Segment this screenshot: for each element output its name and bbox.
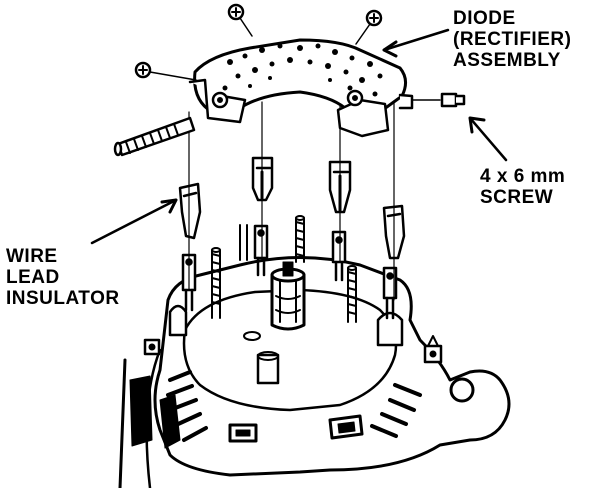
stud-left [211,247,221,319]
rectifier-screw-4x6mm [411,92,466,108]
rectifier-screw-left [134,61,197,81]
terminal-4 [382,266,398,320]
wire-label-line-3: INSULATOR [6,288,120,309]
stud-small [239,224,248,261]
b-terminal-bolt [113,116,196,157]
insulator-1 [178,182,202,240]
wire-lead-insulators [178,156,406,260]
screw-label-line-1: 4 x 6 mm [480,166,566,187]
arrow-to-screw [468,116,508,162]
screw-label-line-2: SCREW [480,187,554,208]
wire-label-line-1: WIRE [6,246,58,267]
diode-label-line-3: ASSEMBLY [453,50,561,71]
stator-studs [211,215,357,323]
rectifier-screw-top-left [227,3,253,37]
diode-label-line-2: (RECTIFIER) [453,29,572,50]
stud-right [347,265,357,323]
diode-rectifier-assembly-label: DIODE (RECTIFIER) ASSEMBLY [453,8,571,71]
terminal-nut-left [143,338,161,356]
rectifier-screw-top-right [355,9,383,45]
alternator-housing [118,256,511,488]
brush-holder [270,261,306,331]
terminal-nut-right [423,335,443,364]
arrow-to-insulator [90,198,178,245]
wire-lead-terminals [181,224,398,320]
terminal-3 [331,230,347,282]
screw-label: 4 x 6 mm SCREW [480,166,565,208]
alignment-lines [188,99,395,301]
arrow-to-diode [382,28,450,58]
diode-rectifier-assembly [113,38,414,157]
diode-label-line-1: DIODE [453,8,516,29]
stud-center [295,215,305,263]
wire-lead-insulator-label: WIRE LEAD INSULATOR [6,246,120,309]
wire-label-line-2: LEAD [6,267,60,288]
